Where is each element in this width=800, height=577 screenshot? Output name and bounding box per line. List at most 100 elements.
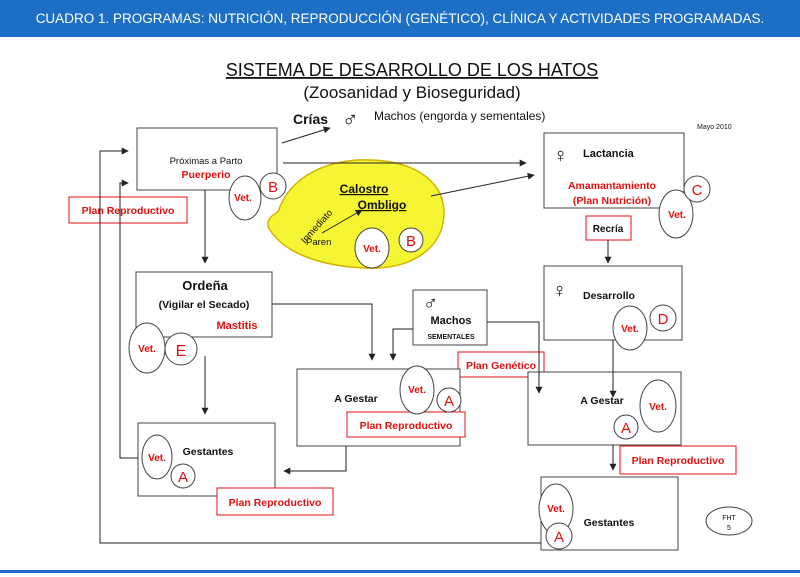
paren-arrow — [321, 209, 363, 234]
letter-circle — [170, 463, 196, 489]
vet-group-calostro: Vet. B — [354, 227, 424, 269]
letter-c-label: C — [692, 182, 703, 199]
plan-reproductivo-middle-box — [346, 411, 466, 438]
box-machos — [412, 289, 488, 346]
plan-reproductivo-bottom-box — [216, 487, 334, 516]
letter-circle — [683, 175, 711, 203]
puerperio-label: Puerperio — [181, 169, 230, 181]
arrow-machos-to-agestar — [389, 328, 413, 361]
letter-a-label: A — [444, 393, 454, 410]
letter-a-label: A — [554, 529, 564, 546]
proximas-parto-label: Próximas a Parto — [170, 156, 243, 167]
letter-circle — [164, 332, 198, 366]
letter-circle — [259, 172, 287, 200]
plan-reproductivo-right-box — [619, 445, 737, 475]
vet-label: Vet. — [649, 402, 667, 413]
arrow-agestar-to-gestantes-left — [283, 446, 347, 475]
vet-circle — [354, 227, 390, 269]
vet-group-puerperio: Vet. B — [228, 172, 287, 221]
female-icon-lactancia: ♀ — [553, 145, 568, 167]
ombligo-label: Ombligo — [358, 198, 407, 212]
arrow-machos-to-agestar-right — [487, 321, 543, 394]
fht-badge — [705, 506, 753, 536]
header-bar: CUADRO 1. PROGRAMAS: NUTRICIÓN, REPRODUC… — [0, 0, 800, 37]
fht-label-2: 5 — [727, 525, 731, 532]
vet-circle — [658, 189, 694, 239]
letter-circle — [398, 227, 424, 253]
mastitis-label: Mastitis — [217, 320, 258, 332]
vet-label: Vet. — [547, 504, 565, 515]
vet-label: Vet. — [138, 344, 156, 355]
plan-reproductivo-left-label: Plan Reproductivo — [82, 205, 175, 217]
box-lactancia — [543, 132, 685, 209]
recria-label: Recría — [593, 224, 624, 235]
vet-label: Vet. — [148, 453, 166, 464]
male-icon: ♂ — [342, 107, 359, 132]
vet-circle — [639, 379, 677, 433]
letter-e-label: E — [176, 343, 187, 360]
date-label: Mayo 2010 — [697, 124, 732, 131]
vet-label: Vet. — [234, 193, 252, 204]
arrow-gestantes-to-proximas — [119, 179, 138, 459]
plan-reproductivo-middle-label: Plan Reproductivo — [360, 420, 453, 432]
a-gestar-middle-label: A Gestar — [334, 393, 377, 405]
vet-label: Vet. — [621, 324, 639, 335]
vet-label: Vet. — [668, 210, 686, 221]
vigilar-secado-label: (Vigilar el Secado) — [159, 299, 250, 311]
letter-a-label: A — [178, 469, 188, 486]
vet-circle — [399, 365, 435, 415]
fht-label-1: FHT — [722, 515, 736, 522]
vet-group-desarrollo: Vet. D — [612, 304, 677, 351]
letter-circle — [613, 414, 639, 440]
female-icon-desarrollo: ♀ — [552, 280, 567, 302]
letter-circle — [545, 522, 573, 550]
calostro-label: Calostro — [340, 182, 389, 196]
vet-circle — [228, 175, 262, 221]
vet-group-agestar-middle: Vet. A — [399, 365, 462, 415]
header-title: CUADRO 1. PROGRAMAS: NUTRICIÓN, REPRODUC… — [35, 11, 765, 26]
gestantes-left-label: Gestantes — [183, 446, 234, 458]
vet-circle — [141, 434, 173, 480]
letter-b-label: B — [268, 179, 278, 196]
desarrollo-label: Desarrollo — [583, 290, 635, 302]
plan-nutricion-label: (Plan Nutrición) — [573, 195, 651, 207]
arrow-to-crias — [281, 126, 331, 144]
plan-reproductivo-right-label: Plan Reproductivo — [632, 455, 725, 467]
diagram-subtitle: (Zoosanidad y Bioseguridad) — [303, 83, 520, 102]
amamantamiento-label: Amamantamiento — [568, 180, 656, 192]
vet-group-gestantes-left: Vet. A — [141, 434, 196, 489]
a-gestar-right-label: A Gestar — [580, 395, 623, 407]
vet-label: Vet. — [408, 385, 426, 396]
box-ordena — [135, 271, 273, 338]
letter-b-label: B — [406, 233, 416, 250]
vet-circle — [612, 305, 648, 351]
letter-circle — [436, 387, 462, 413]
arrow-blob-to-lactancia — [430, 172, 535, 197]
diagram-title: SISTEMA DE DESARROLLO DE LOS HATOS — [226, 60, 598, 80]
plan-reproductivo-bottom-label: Plan Reproductivo — [229, 497, 322, 509]
crias-label: Crías — [293, 111, 328, 127]
vet-group-agestar-right: Vet. A — [613, 379, 677, 440]
ordena-label: Ordeña — [182, 278, 228, 293]
male-icon-machos: ♂ — [423, 293, 438, 315]
vet-group-gestantes-right: Vet. A — [538, 483, 574, 550]
footer-rule — [0, 570, 800, 573]
letter-circle — [649, 304, 677, 332]
paren-label: Paren — [306, 237, 331, 248]
recria-box — [585, 215, 632, 241]
arrow-ordena-to-agestar — [272, 303, 376, 361]
machos-label: Machos — [431, 315, 472, 327]
vet-group-ordena: Vet. E — [128, 322, 198, 374]
lactancia-label: Lactancia — [583, 148, 635, 160]
letter-d-label: D — [658, 311, 669, 328]
letter-a-label: A — [621, 420, 631, 437]
plan-genetico-label: Plan Genético — [466, 360, 536, 372]
plan-reproductivo-left-box — [68, 196, 188, 224]
arrow-gestantes-right-loop — [99, 147, 541, 544]
machos-engorda-label: Machos (engorda y sementales) — [374, 109, 545, 123]
gestantes-right-label: Gestantes — [584, 517, 635, 529]
vet-label: Vet. — [363, 244, 381, 255]
vet-group-lactancia: Vet. C — [658, 175, 711, 239]
sementales-label: SEMENTALES — [427, 334, 475, 341]
